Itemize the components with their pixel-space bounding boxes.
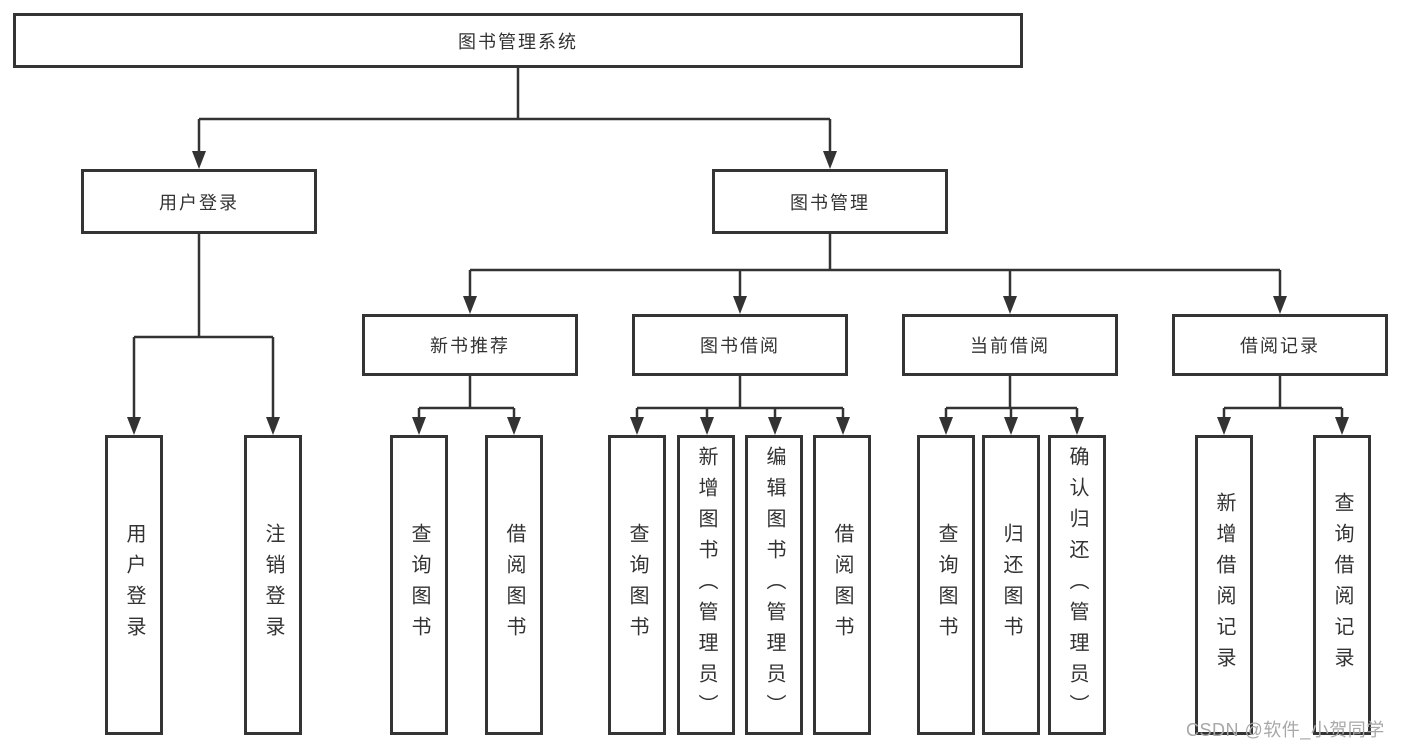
arrow-down-icon (700, 417, 714, 435)
node-label: 用户登录 (159, 192, 239, 213)
node-label: 查询图书 (408, 523, 430, 647)
arrow-down-icon (836, 417, 850, 435)
node-borrow-records: 借阅记录 (1172, 314, 1388, 376)
watermark: CSDN @软件_小贺同学 (1186, 720, 1385, 740)
node-label: 查询图书 (935, 523, 957, 647)
node-label: 归还图书 (1000, 523, 1022, 647)
node-label: 注销登录 (262, 523, 284, 647)
arrow-down-icon (939, 417, 953, 435)
leaf-return-book: 归还图书 (982, 435, 1040, 735)
node-label: 借阅图书 (503, 523, 525, 647)
node-label: 编辑图书（管理员） (763, 445, 785, 725)
leaf-user-login: 用户登录 (105, 435, 163, 735)
leaf-add-borrow-record: 新增借阅记录 (1195, 435, 1253, 735)
node-label: 当前借阅 (970, 336, 1050, 356)
node-label: 借阅记录 (1240, 336, 1320, 356)
node-label: 查询借阅记录 (1331, 492, 1353, 678)
arrow-down-icon (192, 151, 206, 169)
arrow-down-icon (823, 151, 837, 169)
leaf-query-books-recommend: 查询图书 (390, 435, 448, 735)
node-label: 图书管理系统 (458, 31, 578, 52)
arrow-down-icon (507, 417, 521, 435)
node-label: 图书管理 (790, 192, 870, 213)
node-current-borrow: 当前借阅 (902, 314, 1118, 376)
node-label: 确认归还（管理员） (1066, 445, 1088, 725)
arrow-down-icon (266, 417, 280, 435)
arrow-down-icon (733, 296, 747, 314)
node-label: 用户登录 (123, 523, 145, 647)
arrow-down-icon (1273, 296, 1287, 314)
arrow-down-icon (768, 417, 782, 435)
node-label: 图书借阅 (700, 336, 780, 356)
node-label: 新书推荐 (430, 336, 510, 356)
leaf-borrow-books-recommend: 借阅图书 (485, 435, 543, 735)
leaf-query-books-borrow: 查询图书 (608, 435, 666, 735)
arrow-down-icon (1070, 417, 1084, 435)
leaf-query-books-current: 查询图书 (917, 435, 975, 735)
node-library-system: 图书管理系统 (13, 13, 1023, 68)
arrow-down-icon (1004, 417, 1018, 435)
tree-edges (132, 68, 1344, 418)
node-new-book-recommend: 新书推荐 (362, 314, 578, 376)
arrow-down-icon (1217, 417, 1231, 435)
arrow-down-icon (412, 417, 426, 435)
node-label: 借阅图书 (831, 523, 853, 647)
arrow-down-icon (463, 296, 477, 314)
leaf-add-book-admin: 新增图书（管理员） (677, 435, 735, 735)
node-label: 新增图书（管理员） (695, 445, 717, 725)
arrow-down-icon (1003, 296, 1017, 314)
node-label: 新增借阅记录 (1213, 492, 1235, 678)
leaf-query-borrow-record: 查询借阅记录 (1313, 435, 1371, 735)
node-user-login: 用户登录 (81, 169, 317, 234)
arrow-down-icon (1335, 417, 1349, 435)
leaf-confirm-return-admin: 确认归还（管理员） (1048, 435, 1106, 735)
leaf-borrow-books-borrow: 借阅图书 (813, 435, 871, 735)
arrowheads (127, 151, 1349, 435)
node-book-borrow: 图书借阅 (632, 314, 848, 376)
node-label: 查询图书 (626, 523, 648, 647)
leaf-edit-book-admin: 编辑图书（管理员） (745, 435, 803, 735)
node-book-management: 图书管理 (712, 169, 948, 234)
arrow-down-icon (630, 417, 644, 435)
leaf-logout: 注销登录 (244, 435, 302, 735)
arrow-down-icon (127, 417, 141, 435)
